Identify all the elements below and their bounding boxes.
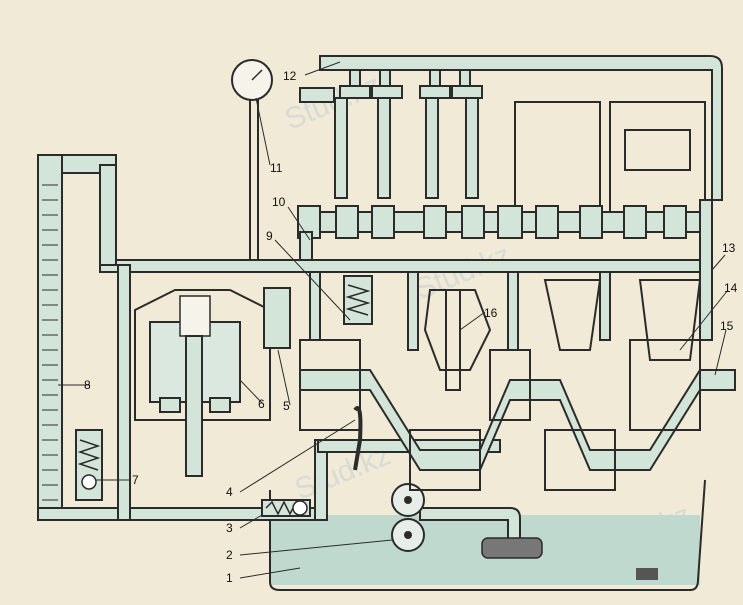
callout-3: 3 [226, 521, 233, 535]
callout-16: 16 [484, 306, 498, 320]
callout-12: 12 [283, 69, 297, 83]
crankshaft [299, 339, 736, 491]
drain-valve [263, 287, 291, 349]
connecting-rods [423, 279, 702, 391]
leader-lines [58, 61, 729, 579]
rod-bearing-1 [409, 429, 481, 491]
callout-2: 2 [226, 548, 233, 562]
oil-strainer [481, 537, 543, 559]
callout-15: 15 [720, 319, 734, 333]
rod-3 [638, 279, 702, 361]
main-bearing-3 [629, 339, 701, 431]
callout-9: 9 [266, 229, 273, 243]
centrifugal-filter [134, 289, 271, 477]
crankshaft-body [299, 369, 736, 471]
pressure-gauge [231, 59, 273, 101]
main-oil-gallery [99, 259, 711, 273]
oil-sump [269, 479, 706, 591]
main-bearing-1 [299, 339, 361, 431]
rocker-shaft-gallery [319, 55, 723, 201]
camshaft [297, 205, 711, 239]
pressure-relief-valve [261, 499, 311, 517]
sump-wall [269, 479, 706, 591]
callout-13: 13 [722, 241, 736, 255]
callout-8: 8 [84, 378, 91, 392]
piston-16 [423, 289, 492, 371]
gauge-needle [251, 69, 263, 81]
callout-11: 11 [270, 161, 283, 175]
pump-intake-line [419, 507, 521, 541]
filter-column [37, 154, 63, 521]
gallery-valve [343, 275, 373, 325]
cylinder-block-right-1 [514, 101, 601, 213]
callout-4: 4 [226, 485, 233, 499]
rod-bearing-2 [544, 429, 616, 491]
bypass-valve [75, 429, 103, 501]
rocker-left-end [299, 87, 335, 103]
full-flow-filter [37, 154, 117, 521]
callout-5: 5 [283, 399, 290, 413]
callout-6: 6 [258, 397, 265, 411]
upper-gallery [299, 55, 723, 213]
valve-stems [334, 69, 483, 199]
callout-10: 10 [272, 195, 286, 209]
callout-14: 14 [724, 281, 738, 295]
drain-plug [636, 568, 658, 580]
callout-7: 7 [132, 473, 139, 487]
piston-top [624, 129, 691, 171]
oil-pump [391, 483, 425, 552]
rod-2 [543, 279, 602, 351]
callout-1: 1 [226, 571, 233, 585]
